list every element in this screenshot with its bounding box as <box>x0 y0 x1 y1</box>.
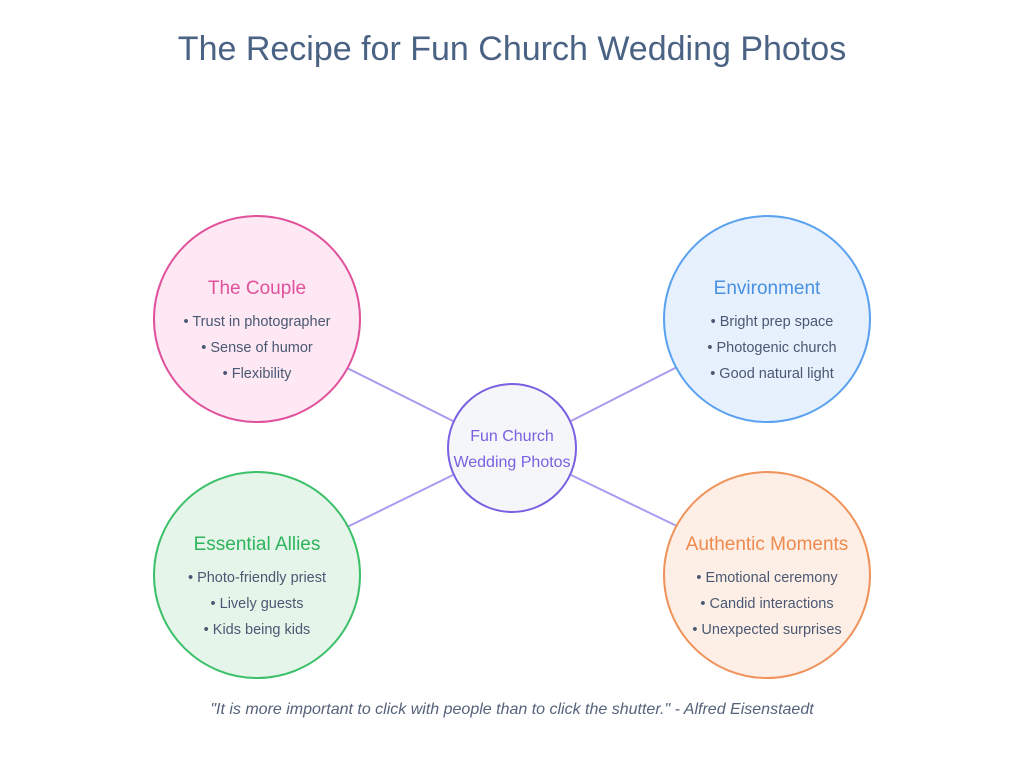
center-node-circle <box>447 383 577 513</box>
connectors <box>342 363 684 530</box>
node-environment-title: Environment <box>714 278 821 299</box>
center-node-line-2: Wedding Photos <box>453 454 570 471</box>
node-couple-item-1: • Trust in photographer <box>184 314 331 330</box>
node-couple: The Couple • Trust in photographer • Sen… <box>153 215 361 423</box>
page-title: The Recipe for Fun Church Wedding Photos <box>177 30 847 68</box>
node-allies-item-3: • Kids being kids <box>204 622 311 638</box>
node-moments-item-2: • Candid interactions <box>700 596 833 612</box>
node-environment: Environment • Bright prep space • Photog… <box>663 215 871 423</box>
node-couple-item-3: • Flexibility <box>223 366 292 382</box>
footer-quote: "It is more important to click with peop… <box>210 701 814 718</box>
node-couple-item-2: • Sense of humor <box>201 340 313 356</box>
connector-environment <box>570 363 684 422</box>
node-couple-circle <box>153 215 361 423</box>
node-allies-item-2: • Lively guests <box>211 596 304 612</box>
node-environment-item-1: • Bright prep space <box>711 314 834 330</box>
node-moments-title: Authentic Moments <box>686 534 849 555</box>
node-environment-item-2: • Photogenic church <box>707 340 836 356</box>
connector-allies <box>342 474 454 530</box>
node-moments-circle <box>663 471 871 679</box>
node-moments-item-3: • Unexpected surprises <box>692 622 841 638</box>
node-environment-circle <box>663 215 871 423</box>
node-environment-item-3: • Good natural light <box>710 366 834 382</box>
node-moments: Authentic Moments • Emotional ceremony •… <box>663 471 871 679</box>
node-allies-title: Essential Allies <box>194 534 321 555</box>
node-moments-item-1: • Emotional ceremony <box>696 570 838 586</box>
connector-moments <box>570 474 684 530</box>
node-couple-title: The Couple <box>208 278 306 299</box>
connector-couple <box>342 365 454 422</box>
node-allies-circle <box>153 471 361 679</box>
center-node: Fun Church Wedding Photos <box>447 383 577 513</box>
center-node-line-1: Fun Church <box>470 428 554 445</box>
node-allies: Essential Allies • Photo-friendly priest… <box>153 471 361 679</box>
node-allies-item-1: • Photo-friendly priest <box>188 570 326 586</box>
